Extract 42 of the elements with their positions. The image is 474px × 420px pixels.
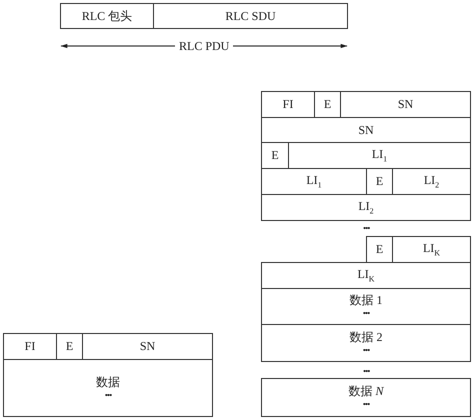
field-label: RLC 包头 (82, 8, 132, 24)
header-field (153, 3, 348, 29)
header-field (366, 236, 393, 263)
field-label: LI$_{1}$ (306, 172, 322, 190)
field-label: SN (398, 97, 414, 112)
header-field (261, 117, 471, 143)
data-field (261, 288, 471, 325)
field-label: 数据 2 (350, 330, 382, 345)
field-label: 数据 N (348, 384, 384, 400)
data-field (261, 378, 471, 417)
ellipsis: ••• (362, 308, 370, 320)
field-label: LI$_{K}$ (357, 266, 375, 284)
field-label: LI$_{2}$ (424, 172, 440, 190)
field-label: E (376, 174, 384, 189)
header-field (261, 91, 315, 118)
field-label: SN (358, 122, 374, 138)
field-label: RLC SDU (225, 8, 276, 24)
ellipsis: ••• (362, 399, 370, 411)
ellipsis: ••• (104, 390, 112, 402)
header-field (3, 333, 57, 360)
ellipsis: ••• (362, 344, 370, 356)
dimension-label: RLC PDU (176, 39, 232, 53)
field-label: LI$_{K}$ (422, 240, 440, 258)
field-label: LI$_{1}$ (372, 146, 388, 164)
field-label: E (271, 148, 279, 163)
header-field (261, 262, 471, 289)
field-label: E (324, 97, 332, 112)
header-field (392, 236, 471, 263)
field-label: E (66, 339, 74, 354)
field-label: SN (140, 339, 156, 354)
field-label: 数据 1 (350, 293, 382, 308)
header-field (82, 333, 213, 360)
field-label: 数据 (96, 374, 120, 390)
field-label: E (376, 242, 384, 257)
field-label: FI (24, 339, 36, 354)
field-label: FI (282, 97, 294, 112)
data-field (261, 324, 471, 362)
header-field (261, 194, 471, 221)
header-field (340, 91, 471, 118)
header-field (60, 3, 154, 29)
data-field (3, 359, 213, 417)
field-label: LI$_{2}$ (358, 198, 374, 216)
